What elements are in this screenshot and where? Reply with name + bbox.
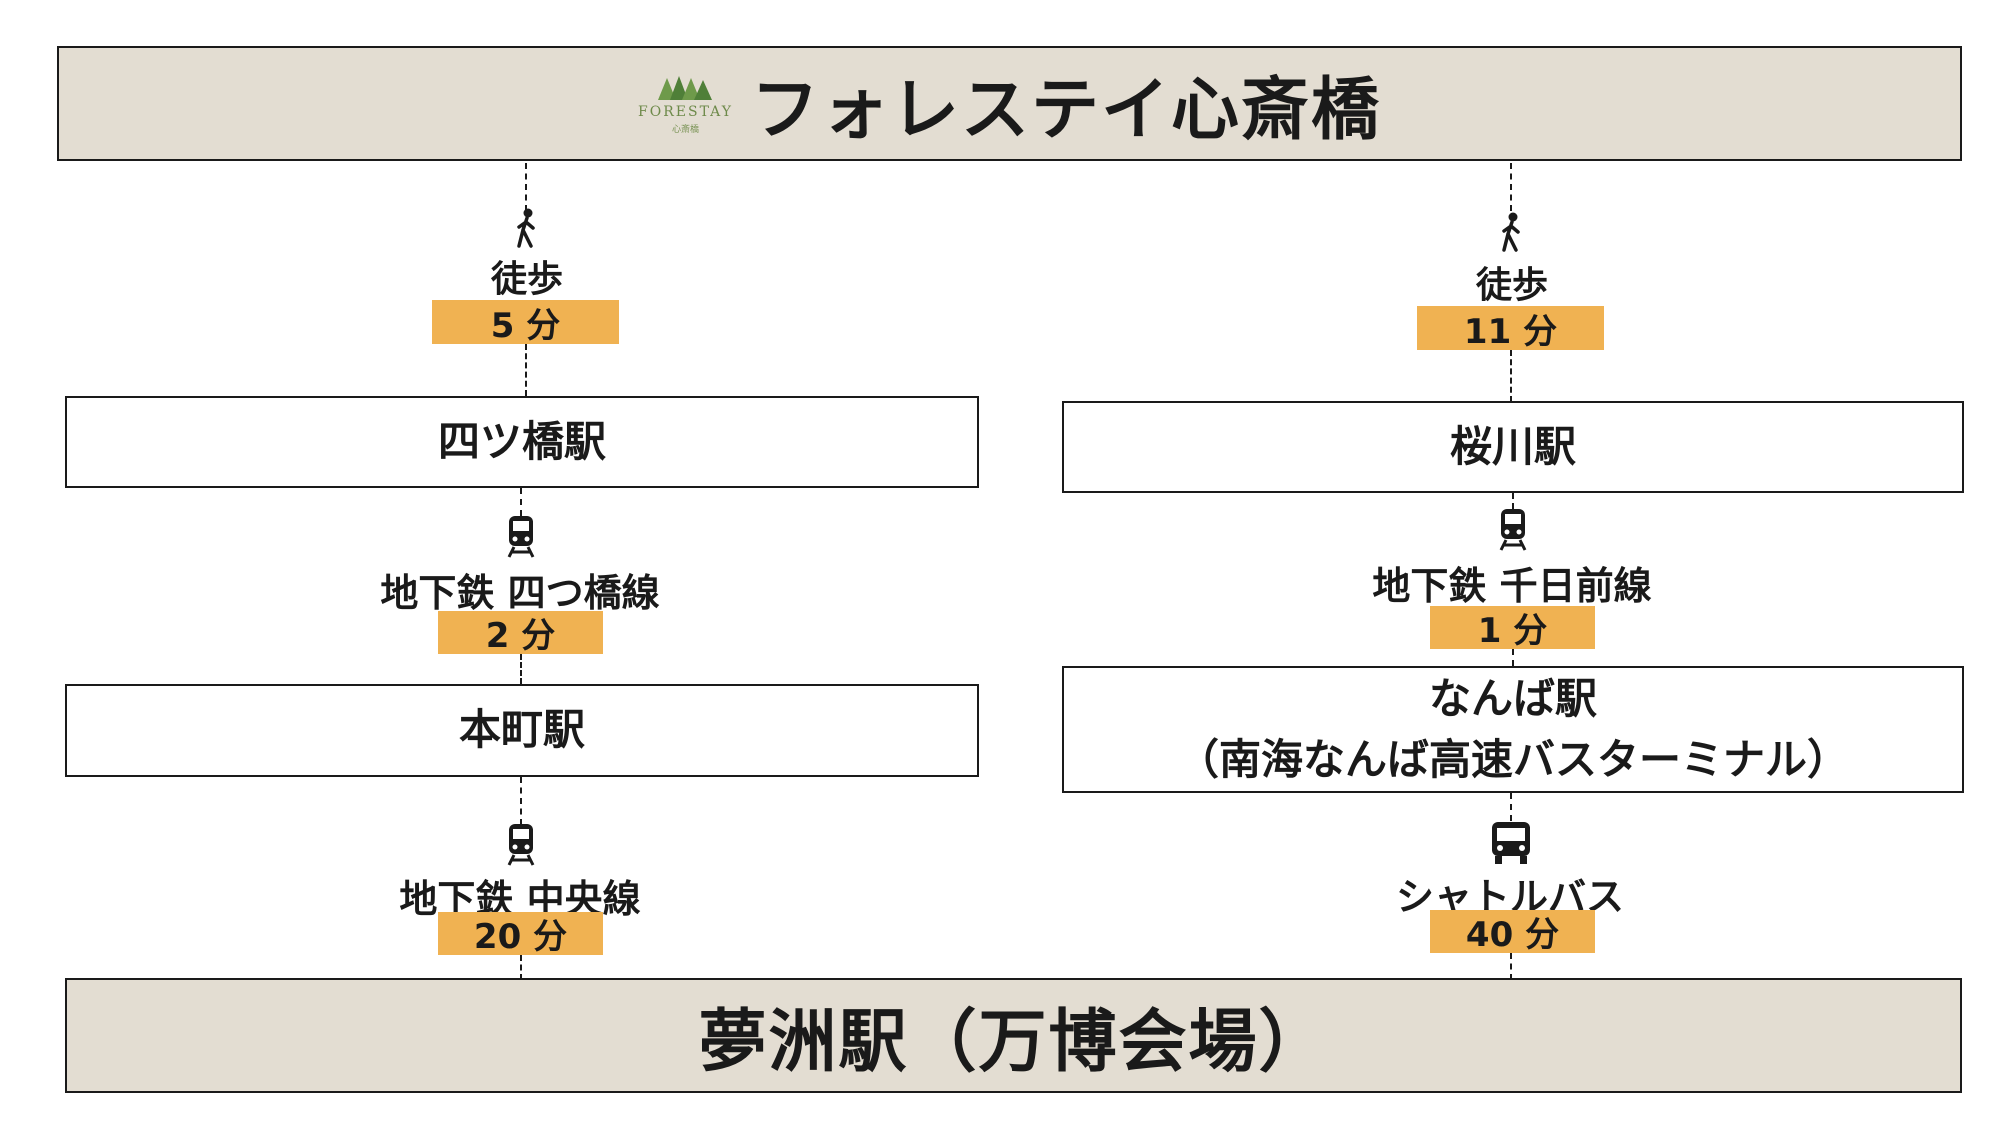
left-connector-1 bbox=[525, 163, 527, 211]
left-line1-label: 地下鉄 四つ橋線 bbox=[380, 571, 660, 615]
right-walk-label: 徒歩 bbox=[1475, 265, 1549, 306]
left-connector-3 bbox=[520, 488, 522, 516]
forestay-logo: FORESTAY 心斎橋 bbox=[638, 72, 733, 135]
right-station-1: 桜川駅 bbox=[1062, 401, 1964, 493]
right-line2-time: 40 分 bbox=[1430, 910, 1595, 955]
tree-logo-icon bbox=[658, 76, 713, 100]
right-station-2: なんば駅 （南海なんば高速バスターミナル） bbox=[1062, 666, 1964, 793]
left-walk-label: 徒歩 bbox=[490, 259, 564, 300]
station-namba-terminal: （南海なんば高速バスターミナル） bbox=[1176, 734, 1849, 784]
train-icon bbox=[506, 822, 536, 870]
left-station-2: 本町駅 bbox=[65, 684, 979, 777]
right-connector-5 bbox=[1510, 793, 1512, 821]
destination-box: 夢洲駅（万博会場） bbox=[65, 978, 1962, 1093]
right-connector-6 bbox=[1510, 953, 1512, 980]
train-icon bbox=[1498, 507, 1528, 555]
right-walk-time: 11 分 bbox=[1417, 306, 1604, 352]
station-namba: なんば駅 bbox=[1428, 673, 1597, 723]
right-connector-1 bbox=[1510, 163, 1512, 211]
logo-subtext: 心斎橋 bbox=[671, 125, 699, 135]
bus-icon bbox=[1489, 820, 1533, 870]
station-sakuragawa: 桜川駅 bbox=[1449, 421, 1576, 471]
left-connector-6 bbox=[520, 955, 522, 980]
train-icon bbox=[506, 514, 536, 562]
walking-person-icon bbox=[513, 208, 541, 252]
left-station-1: 四ツ橋駅 bbox=[65, 396, 979, 488]
right-connector-4 bbox=[1512, 649, 1514, 666]
station-yotsubashi: 四ツ橋駅 bbox=[437, 416, 606, 466]
right-connector-3 bbox=[1512, 493, 1514, 509]
hotel-title: フォレステイ心斎橋 bbox=[750, 71, 1381, 150]
left-connector-5 bbox=[520, 777, 522, 825]
destination-title: 夢洲駅（万博会場） bbox=[698, 1003, 1329, 1082]
logo-text: FORESTAY bbox=[638, 104, 733, 120]
left-line1-time: 2 分 bbox=[438, 611, 603, 656]
left-line2-time: 20 分 bbox=[438, 912, 603, 957]
left-connector-4 bbox=[520, 654, 522, 684]
walking-person-icon bbox=[1498, 212, 1526, 256]
left-walk-time: 5 分 bbox=[432, 300, 619, 346]
right-line1-label: 地下鉄 千日前線 bbox=[1372, 564, 1652, 608]
station-honmachi: 本町駅 bbox=[458, 705, 585, 755]
hotel-header: FORESTAY 心斎橋 フォレステイ心斎橋 bbox=[57, 46, 1962, 161]
right-line1-time: 1 分 bbox=[1430, 606, 1595, 651]
left-connector-2 bbox=[525, 344, 527, 396]
right-connector-2 bbox=[1510, 350, 1512, 402]
